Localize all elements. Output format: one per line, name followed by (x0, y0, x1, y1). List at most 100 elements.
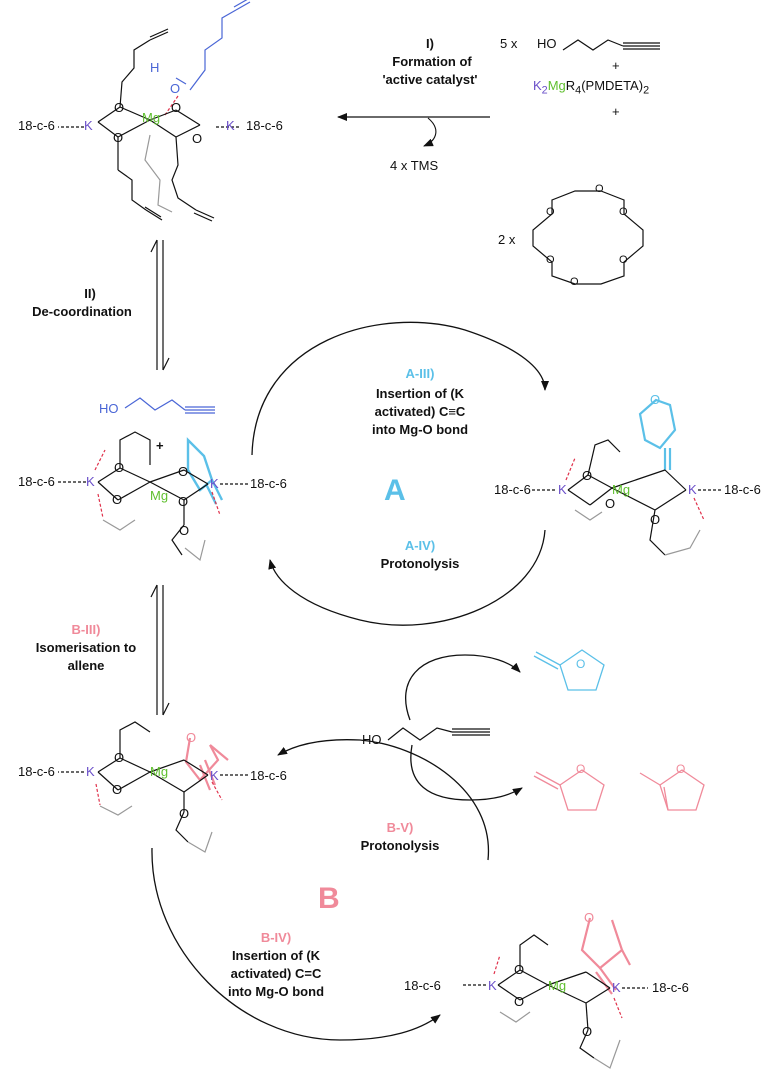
pentynol-reagent (562, 39, 660, 51)
cat-k-left: K (84, 118, 93, 133)
step-b-iv-line1: Insertion of (K (231, 948, 321, 963)
step-b-v-line1: Protonolysis (360, 838, 440, 853)
crown-o-2: O (619, 206, 628, 218)
cat-crown-left: 18-c-6 (18, 118, 55, 133)
step-i-line2: 'active catalyst' (382, 72, 478, 87)
int-b-o-3: O (179, 806, 190, 821)
reagent-plus-1: + (612, 58, 620, 73)
int-b-o-1: O (114, 750, 125, 765)
crown-o-4: O (570, 276, 579, 288)
step-i-line1: Formation of (392, 54, 472, 69)
int-a-mg: Mg (150, 488, 169, 503)
int-b-crown-right: 18-c-6 (250, 768, 287, 783)
cycle-b-label: B (318, 882, 340, 915)
step-a-iii-line1: Insertion of (K (375, 386, 465, 401)
int-b-crown-left: 18-c-6 (18, 764, 55, 779)
a3-k-left: K (558, 482, 567, 497)
step-b-iii-line1: Isomerisation to (35, 640, 137, 655)
reagent-r-sub: 4 (575, 84, 582, 97)
cycle-b-insertion-arc (151, 847, 441, 1041)
active-catalyst-structure (58, 0, 251, 222)
a3-o-blue: O (650, 392, 661, 407)
step-b-iv-line3: into Mg-O bond (227, 984, 325, 999)
cat-crown-right: 18-c-6 (246, 118, 283, 133)
int-a-o-1: O (114, 460, 125, 475)
cat-h: H (150, 60, 160, 75)
free-pentynol (124, 397, 215, 414)
b4-crown-right: 18-c-6 (652, 980, 689, 995)
cycle-a-protonolysis-arc (268, 529, 546, 626)
int-a-k-left: K (86, 474, 95, 489)
step-a-iii-line2: activated) C≡C (374, 404, 466, 419)
b4-o-1: O (514, 962, 525, 977)
b4-k-right: K (612, 980, 621, 995)
int-b-k-left: K (86, 764, 95, 779)
step-b-v-number: B-V) (386, 820, 414, 835)
step-b-iii-line2: allene (67, 658, 105, 673)
crown-ether (532, 190, 644, 285)
pink-thf-products (533, 769, 705, 811)
step-ii-line1: De-coordination (32, 304, 132, 319)
int-b-mg: Mg (150, 764, 169, 779)
b4-o-3: O (582, 1024, 593, 1039)
cat-o-blue: O (170, 81, 181, 96)
int-a-o-5: O (179, 523, 190, 538)
cat-o-3: O (171, 100, 182, 115)
reagent-k: K (533, 78, 542, 93)
a3-o-3: O (650, 512, 661, 527)
cat-mg: Mg (142, 110, 161, 125)
reagent-mg: Mg (547, 78, 566, 93)
step-b-iv-line2: activated) C=C (230, 966, 322, 981)
intermediate-a-structure (58, 431, 248, 562)
a3-crown-right: 18-c-6 (724, 482, 761, 497)
pentynol-feed-arrow-top (405, 654, 521, 721)
crown-o-3: O (619, 254, 628, 266)
cat-k-right: K (226, 118, 235, 133)
step-b-iv-number: B-IV) (260, 930, 292, 945)
b4-o-pink: O (584, 910, 595, 925)
center-pentynol-ho: HO (362, 732, 382, 747)
pink-product-2-o: O (676, 762, 686, 776)
reagent-pmdeta-sub: 2 (643, 84, 650, 97)
int-b-o-2: O (112, 782, 123, 797)
step-ii-number: II) (84, 286, 96, 301)
exo-methylene-thf-product (533, 649, 605, 691)
b4-o-2: O (514, 994, 525, 1009)
step-a-iii-number: A-III) (405, 366, 435, 381)
pentynol-center (387, 727, 490, 741)
alcohol-count: 5 x (500, 36, 518, 51)
intermediate-plus: + (156, 438, 164, 453)
cat-o-1: O (114, 100, 125, 115)
bimetallic-reagent: K2MgR4(PMDETA)2 (533, 78, 649, 97)
reagent-ho: HO (537, 36, 557, 51)
intermediate-a-insertion-structure (530, 398, 722, 556)
int-a-k-right: K (210, 476, 219, 491)
b4-crown-left: 18-c-6 (404, 978, 441, 993)
cycle-a-insertion-arc (251, 321, 549, 456)
b4-mg: Mg (548, 978, 567, 993)
a3-crown-left: 18-c-6 (494, 482, 531, 497)
a3-o-2: O (605, 496, 616, 511)
reagent-pmdeta: (PMDETA) (581, 78, 644, 93)
step-b-iii-number: B-III) (71, 622, 101, 637)
int-a-o-2: O (112, 492, 123, 507)
reagent-plus-2: + (612, 104, 620, 119)
reagent-k-sub: 2 (541, 84, 548, 97)
step-a-iv-line1: Protonolysis (380, 556, 460, 571)
crown-o-6: O (546, 206, 555, 218)
step-a-iii-line3: into Mg-O bond (371, 422, 469, 437)
pentynol-feed-arrow-bottom (410, 744, 523, 801)
b4-k-left: K (488, 978, 497, 993)
a3-o-1: O (582, 468, 593, 483)
a3-mg: Mg (612, 482, 631, 497)
tms-byproduct: 4 x TMS (390, 158, 439, 173)
free-pentynol-ho: HO (99, 401, 119, 416)
int-a-crown-left: 18-c-6 (18, 474, 55, 489)
tms-release-arrow (423, 117, 437, 147)
int-a-o-3: O (178, 464, 189, 479)
step-i-number: I) (426, 36, 434, 51)
pink-product-1-o: O (576, 762, 586, 776)
cycle-b-protonolysis-arc (277, 739, 489, 861)
decoordination-equilibrium (150, 239, 170, 371)
crown-count: 2 x (498, 232, 516, 247)
